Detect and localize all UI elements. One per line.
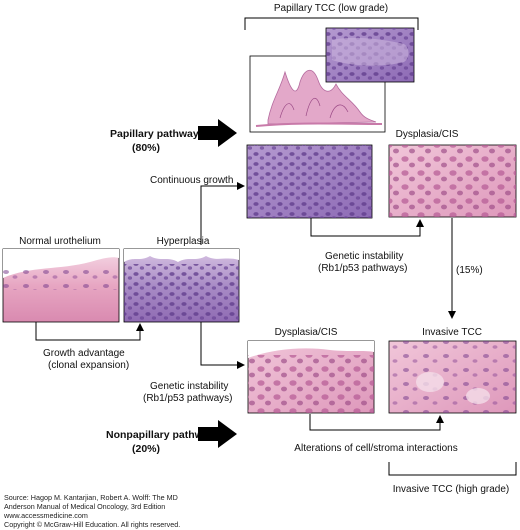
nonpapillary-pathway-arrow-icon xyxy=(198,420,237,448)
svg-text:Anderson Manual of Medical Onc: Anderson Manual of Medical Oncology, 3rd… xyxy=(4,502,165,511)
growth-advantage-line1: Growth advantage xyxy=(43,348,125,359)
svg-text:www.accessmedicine.com: www.accessmedicine.com xyxy=(3,511,88,520)
dysplasia-top-image xyxy=(388,144,517,218)
papillary-pathway-arrow-icon xyxy=(198,119,237,147)
invasive-tcc-image xyxy=(388,340,517,414)
nonpapillary-growth-arrow xyxy=(200,322,245,369)
continuous-growth-label: Continuous growth xyxy=(150,175,233,186)
papillary-growth-image xyxy=(246,144,373,219)
papillary-pathway-label: Papillary pathway (80%) xyxy=(110,128,199,154)
continuous-growth-arrow xyxy=(200,182,245,245)
genetic-instability-bottom-line2: (Rb1/p53 pathways) xyxy=(143,393,233,404)
svg-text:(80%): (80%) xyxy=(132,142,160,154)
normal-urothelium-image xyxy=(2,248,120,323)
papillary-tcc-image-small xyxy=(325,27,415,83)
svg-text:Copyright © McGraw-Hill Educat: Copyright © McGraw-Hill Education. All r… xyxy=(4,520,180,529)
growth-advantage-line2: (clonal expansion) xyxy=(48,360,129,371)
hyperplasia-label: Hyperplasia xyxy=(157,236,210,247)
svg-text:Source: Hagop M. Kantarjian, R: Source: Hagop M. Kantarjian, Robert A. W… xyxy=(4,493,178,502)
alterations-label: Alterations of cell/stroma interactions xyxy=(294,443,457,454)
genetic-instability-top-line1: Genetic instability xyxy=(325,251,403,262)
invasive-high-grade-bracket: Invasive TCC (high grade) xyxy=(388,462,517,495)
growth-advantage-bracket xyxy=(35,322,144,341)
genetic-instability-bottom-line1: Genetic instability xyxy=(150,381,228,392)
normal-urothelium-label: Normal urothelium xyxy=(19,236,101,247)
invasive-high-grade-label: Invasive TCC (high grade) xyxy=(393,484,510,495)
nonpapillary-pathway-label: Nonpapillary pathway (20%) xyxy=(106,429,215,455)
genetic-instability-top-line2: (Rb1/p53 pathways) xyxy=(318,263,408,274)
svg-text:(20%): (20%) xyxy=(132,443,160,455)
invasive-tcc-label: Invasive TCC xyxy=(422,327,482,338)
papillary-tcc-label: Papillary TCC (low grade) xyxy=(274,3,388,14)
papillary-tcc-bracket: Papillary TCC (low grade) xyxy=(244,3,419,30)
alterations-bracket xyxy=(309,414,444,431)
progression-percent: (15%) xyxy=(456,265,483,276)
genetic-instability-top-bracket xyxy=(310,218,424,237)
dysplasia-bottom-label: Dysplasia/CIS xyxy=(275,327,338,338)
svg-text:Nonpapillary pathway: Nonpapillary pathway xyxy=(106,429,215,441)
svg-text:Papillary pathway: Papillary pathway xyxy=(110,128,199,140)
dysplasia-bottom-image xyxy=(247,340,375,414)
source-citation: Source: Hagop M. Kantarjian, Robert A. W… xyxy=(3,493,180,529)
hyperplasia-image xyxy=(123,248,240,323)
dysplasia-top-label: Dysplasia/CIS xyxy=(396,129,459,140)
